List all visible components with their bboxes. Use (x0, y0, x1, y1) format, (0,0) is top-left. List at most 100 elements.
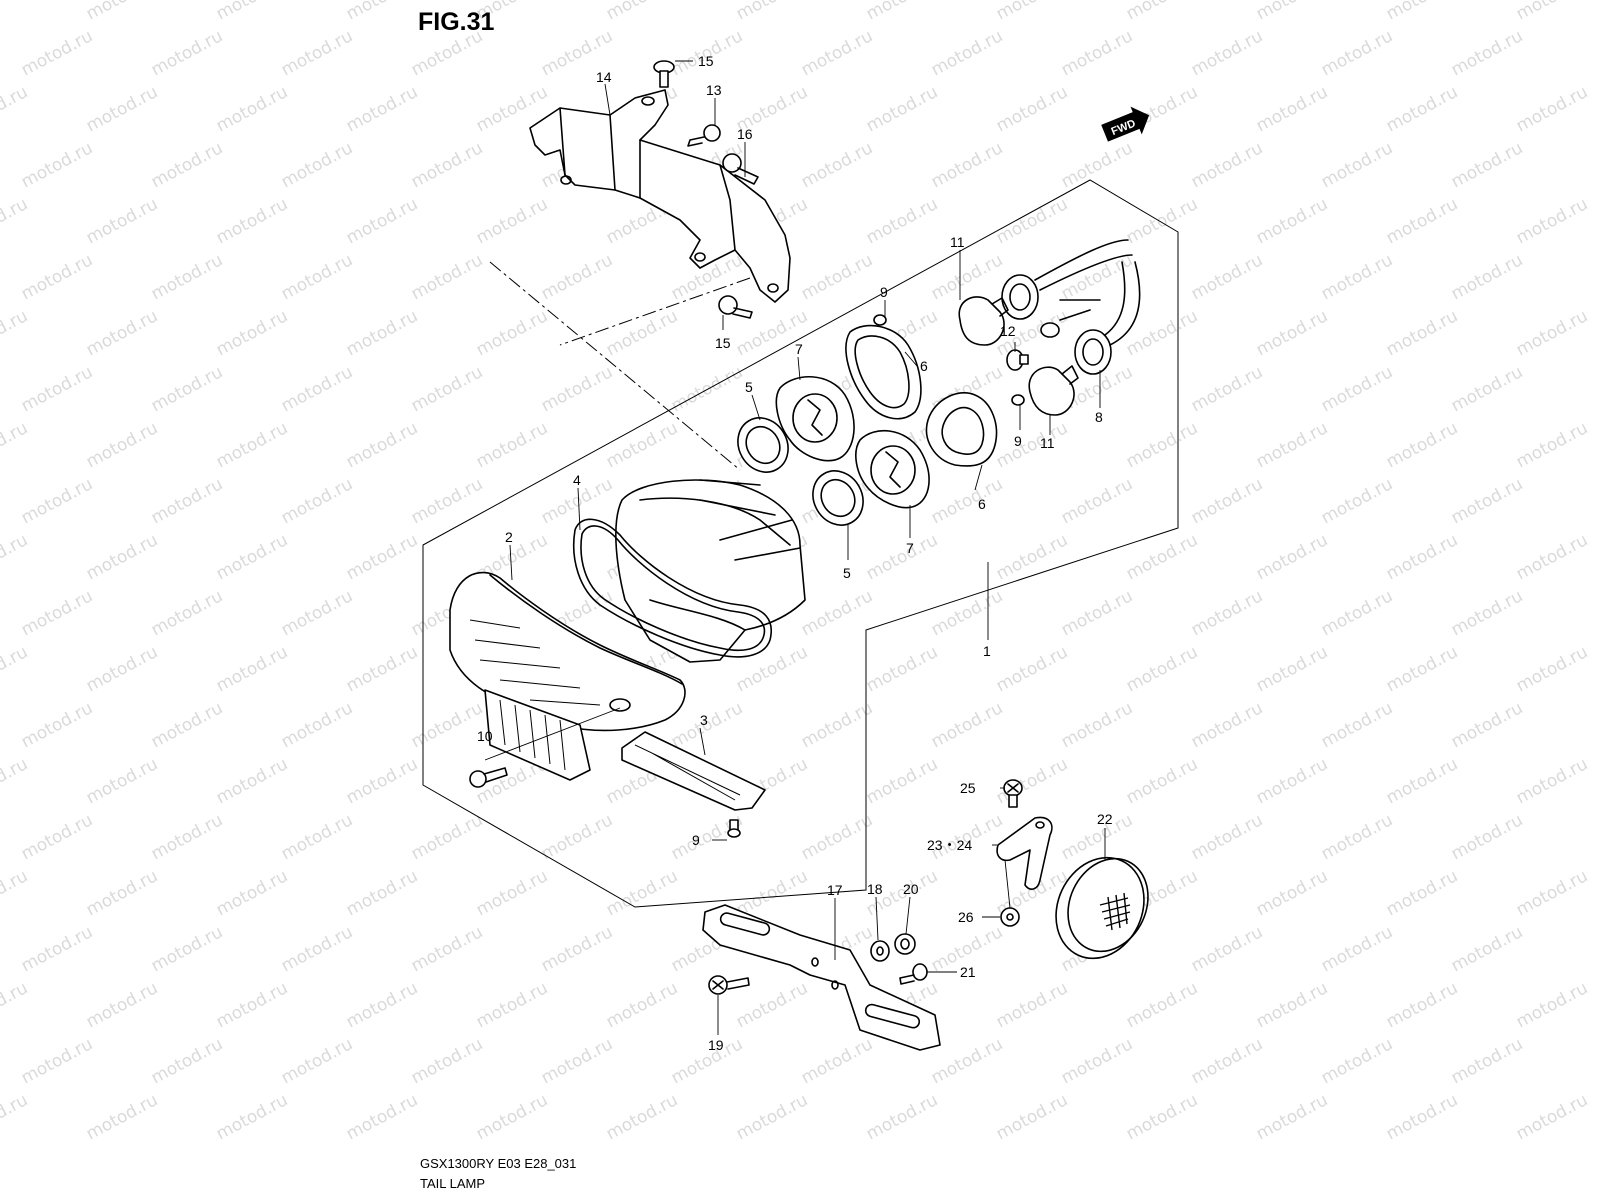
watermark-text: motod.ru (1448, 698, 1526, 752)
watermark-text: motod.ru (538, 250, 616, 304)
watermark-text: motod.ru (798, 810, 876, 864)
watermark-text: motod.ru (18, 698, 96, 752)
callout-8: 8 (1095, 409, 1103, 425)
watermark-text: motod.ru (1123, 0, 1201, 24)
watermark-text: motod.ru (1513, 978, 1591, 1032)
watermark-text: motod.ru (1253, 82, 1331, 136)
watermark-text: motod.ru (343, 754, 421, 808)
watermark-text: motod.ru (1513, 642, 1591, 696)
watermark-text: motod.ru (863, 754, 941, 808)
watermark-text: motod.ru (83, 82, 161, 136)
callout-labels: 15 14 13 16 15 11 9 12 7 6 5 8 9 11 4 6 … (477, 53, 1113, 1053)
watermark-text: motod.ru (1383, 866, 1461, 920)
watermark-text: motod.ru (408, 362, 486, 416)
watermark-text: motod.ru (343, 418, 421, 472)
watermark-text: motod.ru (83, 978, 161, 1032)
watermark-text: motod.ru (1318, 474, 1396, 528)
watermark-text: motod.ru (148, 698, 226, 752)
watermark-text: motod.ru (1448, 1034, 1526, 1088)
screw-15-top (653, 60, 675, 88)
watermark-text: motod.ru (993, 530, 1071, 584)
watermark-text: motod.ru (18, 250, 96, 304)
reflector-bracket (996, 816, 1053, 890)
watermark-text: motod.ru (278, 362, 356, 416)
watermark-text: motod.ru (1123, 642, 1201, 696)
watermark-text: motod.ru (993, 0, 1071, 24)
watermark-text: motod.ru (1123, 754, 1201, 808)
watermark-text: motod.ru (213, 194, 291, 248)
bulb-12 (1006, 349, 1029, 371)
watermark-text: motod.ru (1253, 978, 1331, 1032)
watermark-text: motod.ru (213, 530, 291, 584)
watermark-text: motod.ru (148, 474, 226, 528)
callout-5: 5 (745, 379, 753, 395)
watermark-text: motod.ru (993, 642, 1071, 696)
watermark-text: motod.ru (213, 82, 291, 136)
watermark-text: motod.ru (1448, 138, 1526, 192)
callout-6: 6 (978, 496, 986, 512)
bulb-11-upper (958, 296, 1009, 346)
watermark-text: motod.ru (993, 418, 1071, 472)
watermark-text: motod.ru (0, 418, 31, 472)
watermark-text: motod.ru (1123, 306, 1201, 360)
watermark-text: motod.ru (408, 1034, 486, 1088)
figure-caption: TAIL LAMP (420, 1176, 485, 1191)
watermark-text: motod.ru (473, 194, 551, 248)
callout-12: 12 (1000, 323, 1016, 339)
watermark-text: motod.ru (1448, 26, 1526, 80)
watermark-text: motod.ru (863, 0, 941, 24)
watermark-text: motod.ru (213, 306, 291, 360)
screw-9-bottom (727, 819, 741, 838)
watermark-text: motod.ru (1253, 530, 1331, 584)
watermark-text: motod.ru (343, 642, 421, 696)
callout-6: 6 (920, 358, 928, 374)
watermark-text: motod.ru (1448, 250, 1526, 304)
watermark-text: motod.ru (928, 138, 1006, 192)
watermark-text: motod.ru (278, 1034, 356, 1088)
watermark-text: motod.ru (213, 866, 291, 920)
watermark-text: motod.ru (473, 866, 551, 920)
watermark-text: motod.ru (343, 0, 421, 24)
watermark-text: motod.ru (213, 418, 291, 472)
watermark-text: motod.ru (83, 1090, 161, 1144)
watermark-text: motod.ru (1383, 978, 1461, 1032)
tail-lamp-lens (449, 571, 686, 781)
watermark-text: motod.ru (148, 586, 226, 640)
watermark-text: motod.ru (278, 586, 356, 640)
watermark-text: motod.ru (83, 0, 161, 24)
watermark-text: motod.ru (798, 698, 876, 752)
watermark-text: motod.ru (278, 810, 356, 864)
nut-20 (894, 933, 916, 955)
watermark-text: motod.ru (1318, 138, 1396, 192)
watermark-text: motod.ru (1513, 530, 1591, 584)
bulb-11-lower (1028, 365, 1079, 416)
watermark-text: motod.ru (148, 250, 226, 304)
callout-10: 10 (477, 728, 493, 744)
lamp-housing (615, 479, 806, 663)
tail-lamp-bracket (529, 89, 791, 303)
callout-9: 9 (692, 832, 700, 848)
watermark-text: motod.ru (83, 418, 161, 472)
watermark-text: motod.ru (1253, 0, 1331, 24)
watermark-text: motod.ru (278, 698, 356, 752)
callout-19: 19 (708, 1037, 724, 1053)
watermark-text: motod.ru (1253, 866, 1331, 920)
watermark-text: motod.ru (1513, 194, 1591, 248)
watermark-text: motod.ru (83, 530, 161, 584)
watermark-text: motod.ru (213, 754, 291, 808)
watermark-text: motod.ru (1318, 26, 1396, 80)
watermark-text: motod.ru (408, 138, 486, 192)
bolt-13 (687, 124, 721, 147)
watermark-text: motod.ru (148, 138, 226, 192)
watermark-text: motod.ru (83, 754, 161, 808)
watermark-text: motod.ru (343, 1090, 421, 1144)
watermark-text: motod.ru (0, 866, 31, 920)
watermark-text: motod.ru (863, 194, 941, 248)
watermark-text: motod.ru (83, 642, 161, 696)
watermark-text: motod.ru (0, 642, 31, 696)
housing-gasket (572, 518, 772, 658)
watermark-text: motod.ru (1188, 698, 1266, 752)
callout-13: 13 (706, 82, 722, 98)
watermark-text: motod.ru (213, 0, 291, 24)
